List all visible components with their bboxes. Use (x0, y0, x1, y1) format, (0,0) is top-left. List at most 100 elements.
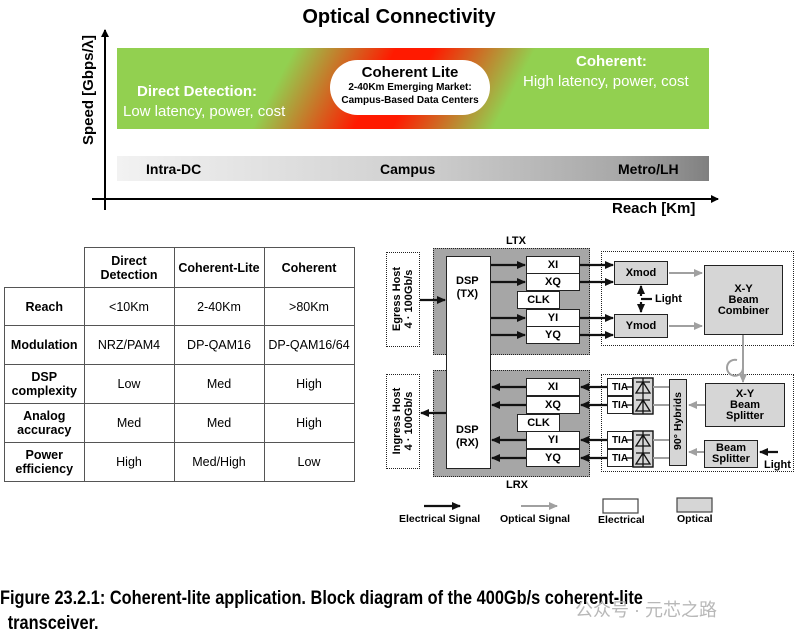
legend-optical-swatch (676, 497, 713, 513)
coherent-lite-line1: 2-40Km Emerging Market: (348, 82, 472, 93)
table-cell: High (83, 442, 175, 482)
tia-box: TIA (607, 449, 633, 467)
tx-light-label: Light (655, 293, 682, 305)
rx-xq-box: XQ (526, 396, 580, 414)
figure-caption: Figure 23.2.1: Coherent-lite application… (0, 586, 643, 636)
egress-host-box (386, 252, 420, 347)
dsp-tx-title: DSP (456, 275, 479, 287)
photodiode-icon (634, 431, 652, 449)
direct-detection-subtext: Low latency, power, cost (123, 103, 286, 120)
splitter-line: Beam (730, 398, 760, 411)
splitter-line: Splitter (726, 409, 764, 422)
combiner-line: Beam (728, 293, 759, 306)
coherent-heading: Coherent: (576, 53, 647, 70)
photodiode-icon (634, 396, 652, 414)
dsp-block (446, 256, 491, 469)
xy-beam-splitter-box: X-Y Beam Splitter (705, 383, 785, 427)
table-cell: DP-QAM16/64 (263, 325, 355, 365)
table-cell: Med/High (173, 442, 265, 482)
optical-rx-region (601, 374, 794, 472)
photodiode-array (626, 377, 654, 468)
coherent-lite-line2: Campus-Based Data Centers (341, 95, 479, 106)
dsp-rx-label: DSP(RX) (456, 424, 479, 450)
table-cell: Med (173, 403, 265, 443)
photodiode-icon (634, 378, 652, 396)
table-corner (4, 247, 85, 288)
reach-intra-dc: Intra-DC (146, 161, 202, 177)
table-row: Modulation NRZ/PAM4 DP-QAM16 DP-QAM16/64 (4, 325, 355, 365)
direct-detection-heading: Direct Detection: (137, 83, 258, 100)
coherent-lite-callout: Coherent Lite 2-40Km Emerging Market: Ca… (330, 60, 490, 115)
beam-combiner-box: X-Y Beam Combiner (704, 265, 783, 335)
tx-xq-box: XQ (526, 273, 580, 291)
photodiode-icon (634, 449, 652, 467)
table-cell: Low (83, 364, 175, 404)
coherent-lite-heading: Coherent Lite (361, 64, 459, 81)
combiner-line: X-Y (734, 282, 753, 295)
caption-line-2: transceiver. (7, 613, 99, 634)
ltx-label: LTX (506, 235, 526, 247)
xmod-box: Xmod (614, 261, 668, 285)
table-cell: <10Km (83, 287, 175, 326)
dsp-tx-label: DSP(TX) (456, 275, 479, 301)
table-cell: DP-QAM16 (173, 325, 265, 365)
reach-band (117, 156, 709, 181)
dsp-rx-title: DSP (456, 424, 479, 436)
coherent-subtext: High latency, power, cost (523, 73, 689, 90)
optical-tx-region (601, 251, 794, 346)
dsp-tx-sub: (TX) (456, 288, 478, 300)
col-header-coherent-lite: Coherent-Lite (173, 247, 265, 288)
legend (424, 497, 713, 514)
table-cell: Low (263, 442, 355, 482)
rx-yq-box: YQ (526, 449, 580, 467)
y-axis-label: Speed [Gbps/λ] (80, 34, 97, 145)
diagram-wiring (420, 261, 778, 514)
ymod-box: Ymod (614, 314, 668, 338)
legend-optical-label: Optical (677, 513, 713, 525)
splitter-line: X-Y (735, 387, 755, 400)
table-cell: Med (173, 364, 265, 404)
legend-optical-signal-label: Optical Signal (500, 513, 571, 525)
legend-electrical-signal-label: Electrical Signal (399, 513, 481, 525)
table-cell: Med (83, 403, 175, 443)
hybrids-box (669, 379, 687, 466)
lrx-label: LRX (506, 479, 528, 491)
fiber-loop (726, 335, 744, 377)
caption-line-1: Figure 23.2.1: Coherent-lite application… (0, 588, 643, 609)
splitter-line: Splitter (712, 453, 750, 465)
splitter-line: Beam (716, 442, 746, 454)
reach-campus: Campus (380, 161, 436, 177)
rx-xi-box: XI (526, 378, 580, 396)
reach-metro-lh: Metro/LH (618, 161, 679, 177)
tx-yq-box: YQ (526, 326, 580, 344)
row-label: Reach (4, 287, 85, 326)
rx-yi-box: YI (526, 431, 580, 449)
table-row: Reach <10Km 2-40Km >80Km (4, 287, 355, 326)
col-header-coherent: Coherent (263, 247, 355, 288)
table-cell: 2-40Km (173, 287, 265, 326)
dsp-rx-sub: (RX) (456, 437, 479, 449)
beam-splitter-box: Beam Splitter (704, 440, 758, 468)
x-axis-label: Reach [Km] (612, 200, 696, 217)
legend-electrical-swatch (602, 498, 639, 514)
combiner-line: Combiner (717, 304, 770, 317)
table-cell: High (263, 364, 355, 404)
watermark: 公众号 · 元芯之路 (575, 600, 717, 620)
axes (92, 29, 719, 210)
figure-title: Optical Connectivity (302, 6, 496, 28)
row-label: Modulation (4, 325, 85, 365)
table-cell: High (263, 403, 355, 443)
rx-light-label: Light (764, 459, 791, 471)
tx-clk-box: CLK (517, 291, 560, 309)
ingress-host-box (386, 374, 420, 469)
table-cell: NRZ/PAM4 (83, 325, 175, 365)
